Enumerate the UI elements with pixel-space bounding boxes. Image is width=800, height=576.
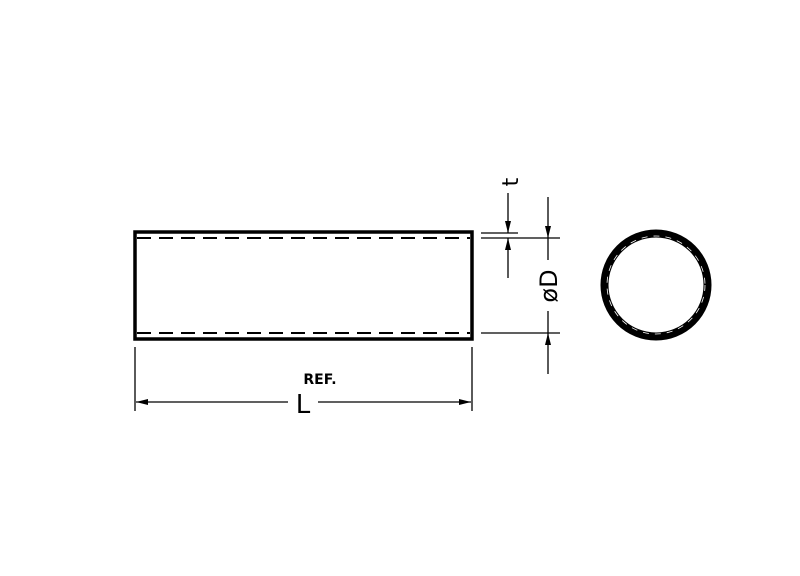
tube-inner-hidden-circle	[606, 235, 706, 335]
diameter-dimension	[481, 197, 560, 374]
length-dimension	[134, 347, 473, 411]
length-label: L	[296, 390, 311, 420]
diameter-label: øD	[535, 269, 563, 302]
thickness-label: t	[499, 177, 524, 186]
length-ref-note: REF.	[303, 372, 336, 388]
side-view	[133, 230, 474, 341]
end-view	[600, 229, 712, 341]
thickness-dimension	[481, 193, 560, 278]
tube-outline	[133, 230, 474, 341]
tube-end-circle	[600, 229, 712, 341]
